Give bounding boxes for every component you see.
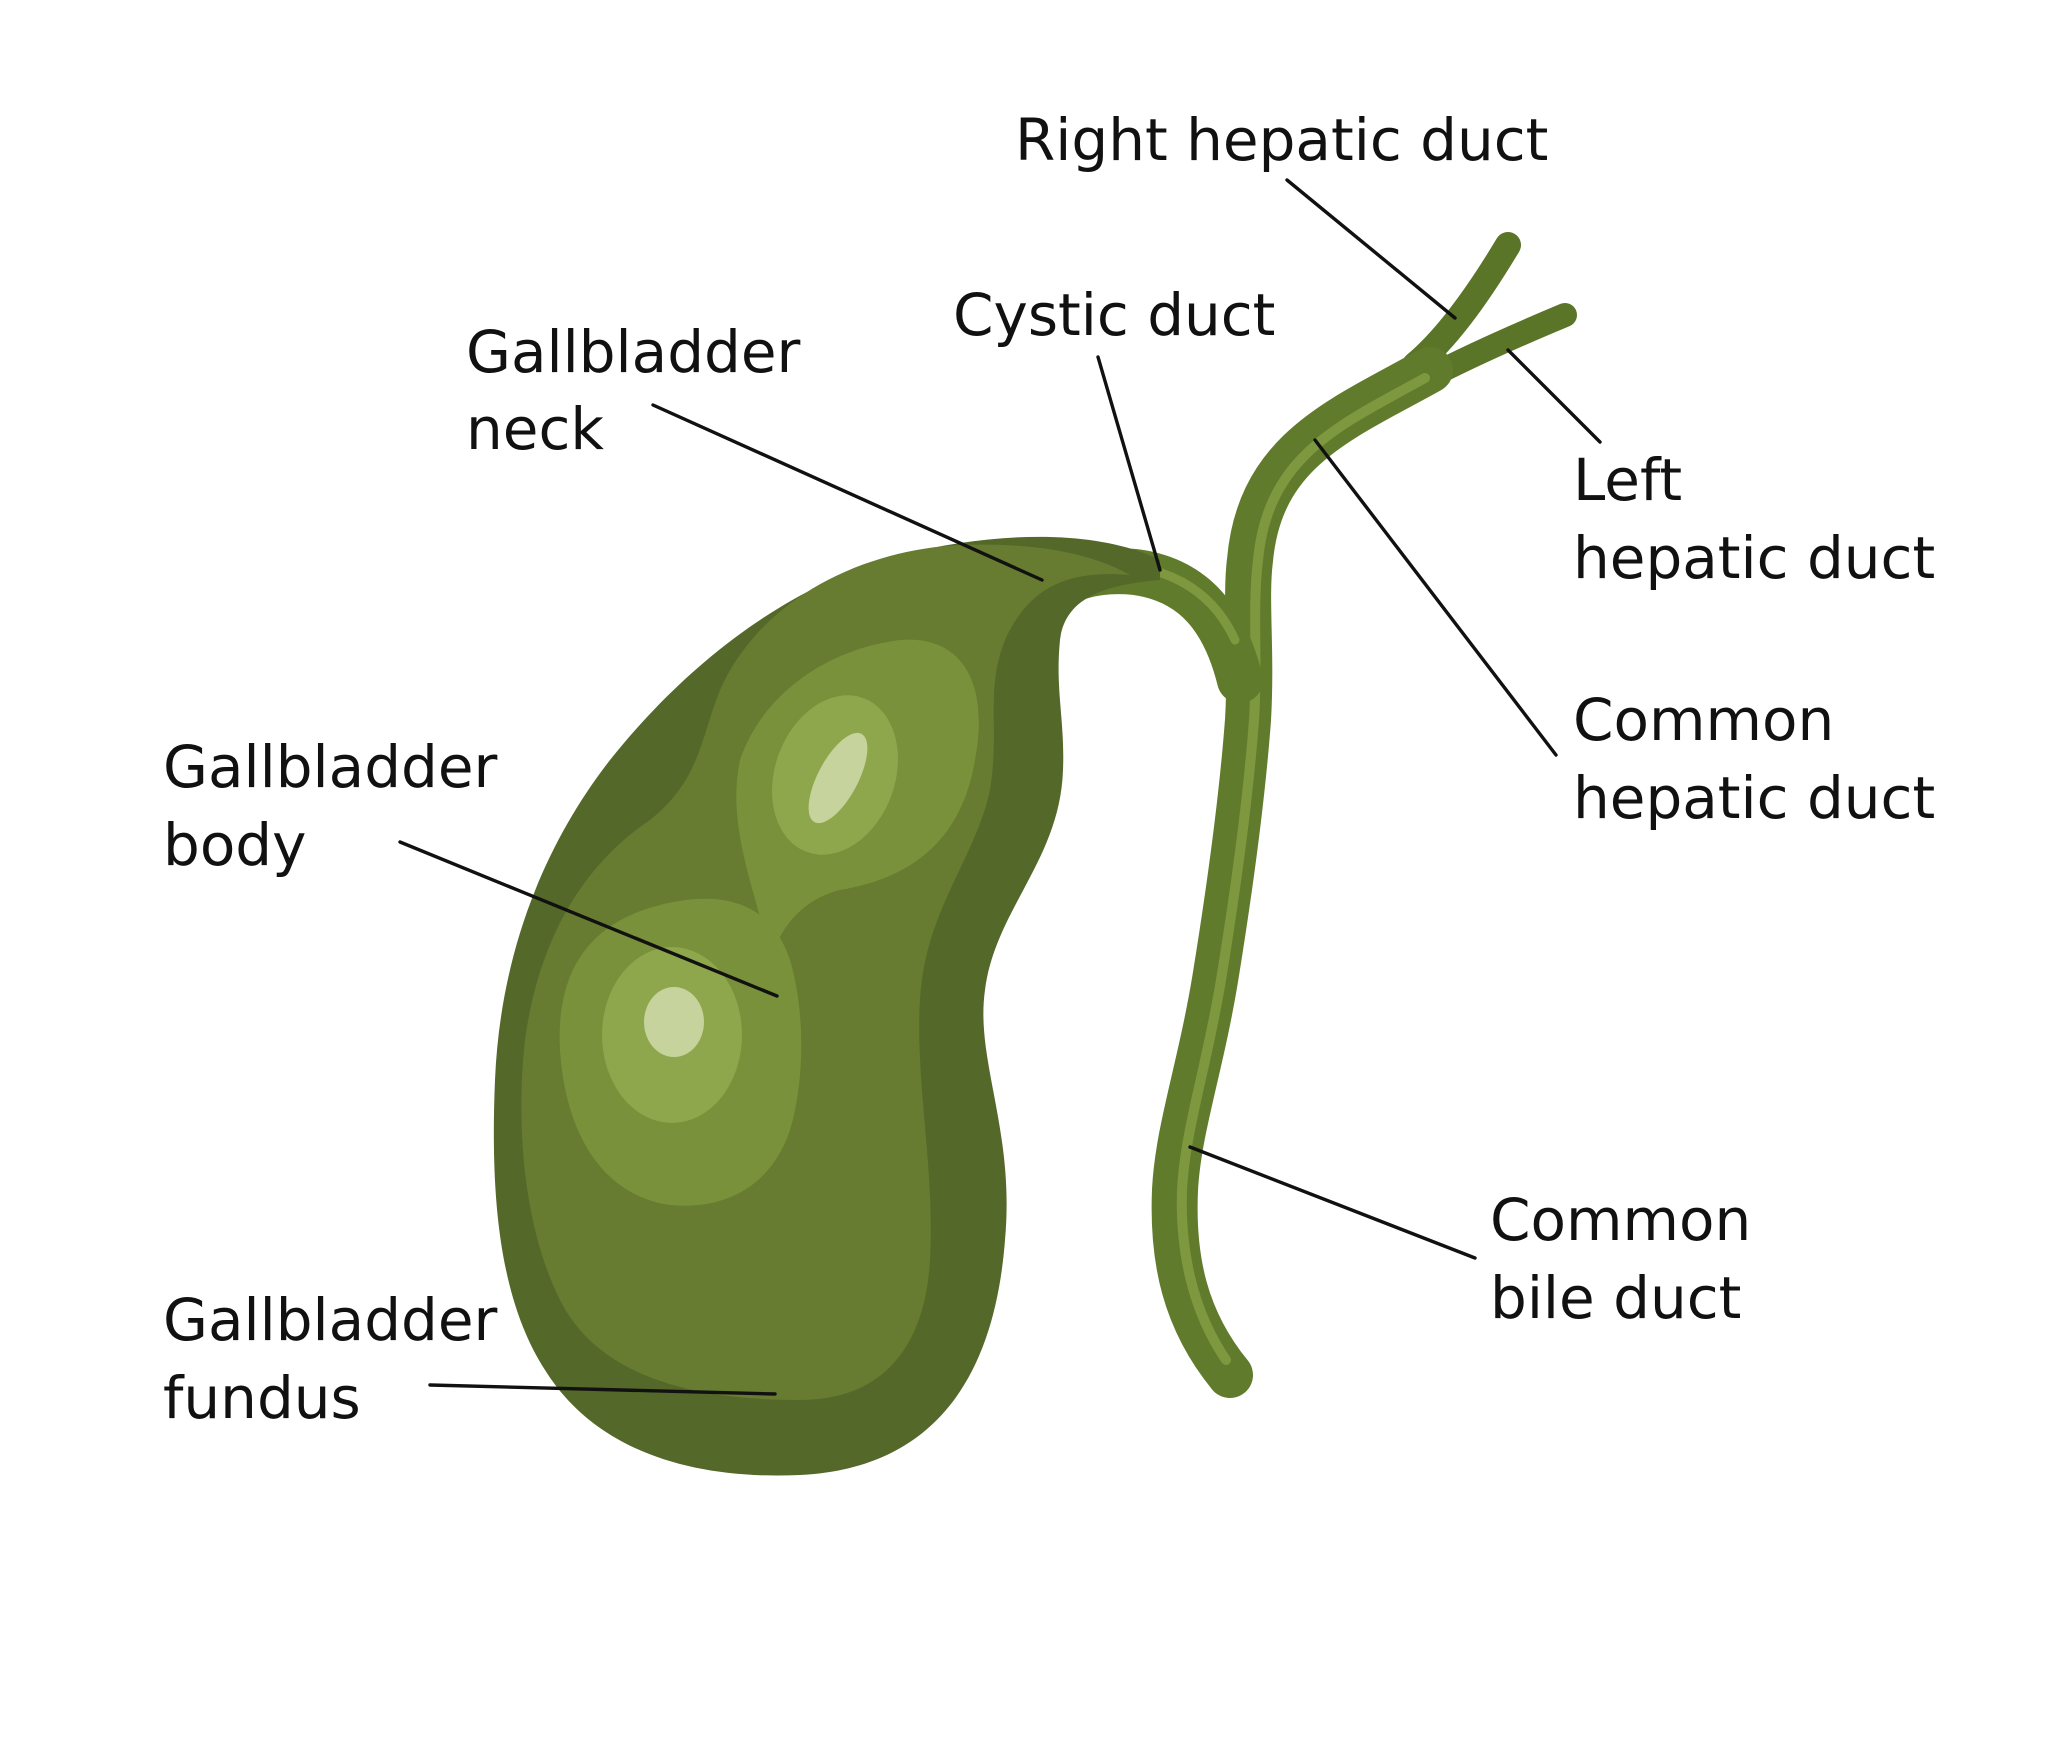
labels: Right hepatic duct Cystic duct Gallbladd… (163, 106, 1935, 1432)
common-bile-duct (1151, 347, 1453, 1398)
common-bile-duct-highlight (1176, 373, 1430, 1365)
label-right-hepatic-duct: Right hepatic duct (1015, 106, 1548, 174)
leader-left-hepatic-duct (1506, 348, 1602, 444)
leader-gallbladder-neck (651, 403, 1044, 582)
duct-system (1017, 232, 1577, 1398)
label-common-hepatic-duct-line2: hepatic duct (1573, 764, 1935, 832)
leader-common-bile-duct (1188, 1145, 1477, 1260)
label-common-bile-duct-line2: bile duct (1490, 1264, 1741, 1332)
leader-right-hepatic-duct (1285, 178, 1457, 320)
label-common-hepatic-duct-line1: Common (1573, 686, 1834, 754)
highlight-lower-core (644, 987, 704, 1057)
leader-gallbladder-body (398, 840, 779, 998)
leader-cystic-duct (1096, 355, 1162, 572)
label-left-hepatic-duct-line2: hepatic duct (1573, 524, 1935, 592)
label-gallbladder-neck-line1: Gallbladder (466, 318, 801, 386)
label-gallbladder-body-line2: body (163, 811, 306, 879)
label-common-bile-duct-line1: Common (1490, 1186, 1751, 1254)
label-gallbladder-fundus-line2: fundus (163, 1364, 361, 1432)
label-left-hepatic-duct-line1: Left (1573, 446, 1682, 514)
label-gallbladder-fundus-line1: Gallbladder (163, 1286, 498, 1354)
gallbladder (493, 536, 1160, 1476)
leader-lines (398, 178, 1602, 1396)
label-gallbladder-body-line1: Gallbladder (163, 733, 498, 801)
leader-common-hepatic-duct (1313, 438, 1558, 757)
leader-gallbladder-fundus (428, 1383, 777, 1396)
label-cystic-duct: Cystic duct (953, 281, 1275, 349)
label-gallbladder-neck-line2: neck (466, 395, 604, 463)
highlight-upper-core (808, 732, 868, 824)
